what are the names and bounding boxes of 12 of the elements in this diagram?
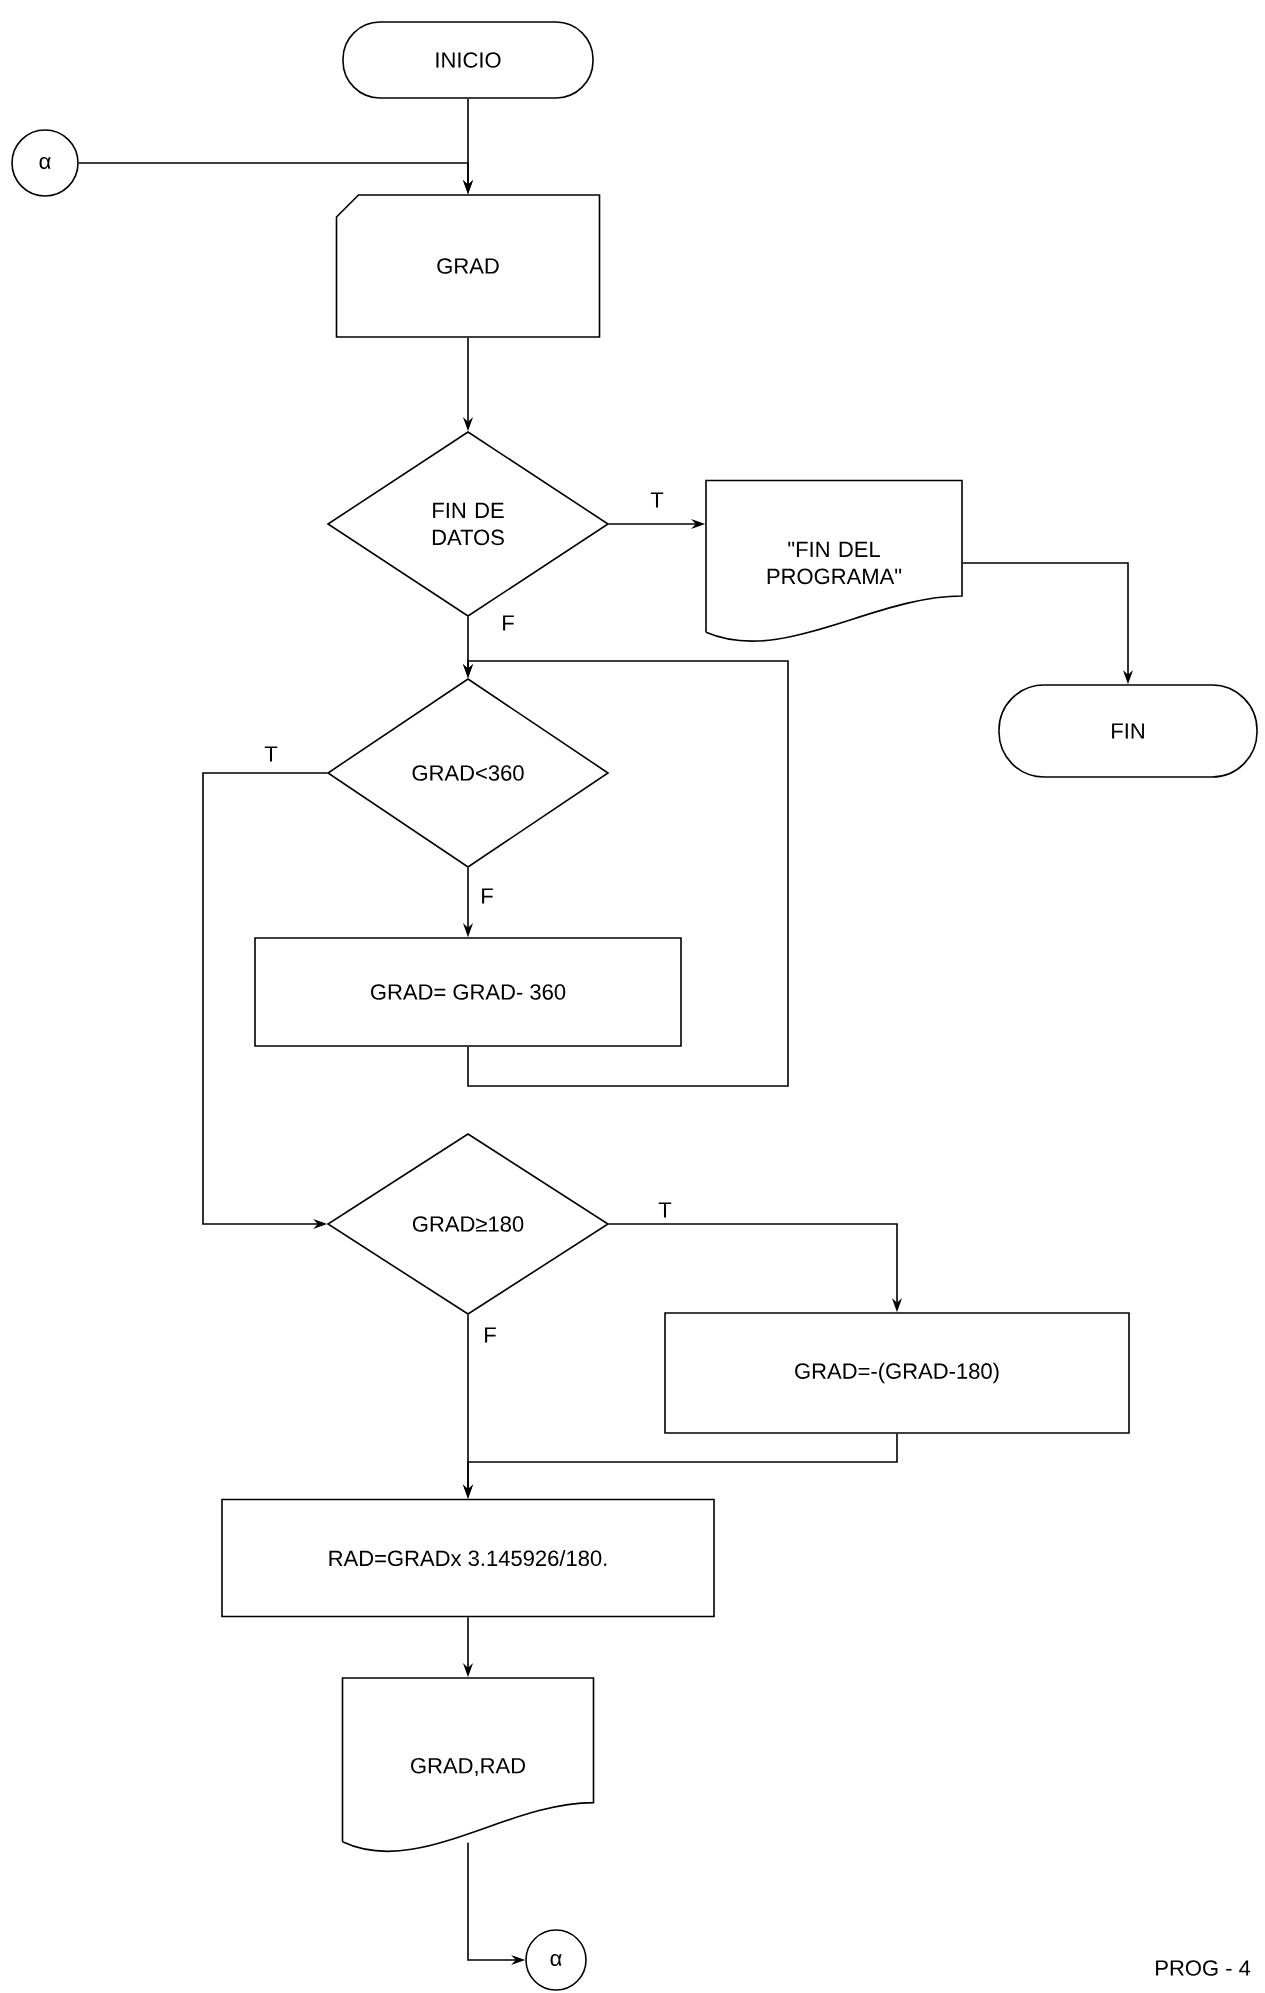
document-shape: "FIN DEL PROGRAMA" — [705, 479, 963, 642]
edge-label: T — [262, 744, 280, 764]
edge-label: T — [648, 490, 666, 510]
edge-label: F — [481, 1325, 499, 1345]
edge-label: F — [478, 886, 496, 906]
page-number: PROG - 4 — [1156, 1960, 1251, 1976]
document-shape: GRAD,RAD — [341, 1677, 595, 1853]
process-box: GRAD=-(GRAD-180) — [664, 1312, 1130, 1434]
process-box: RAD=GRADx 3.145926/180. — [221, 1498, 715, 1618]
process-box: GRAD= GRAD- 360 — [254, 937, 682, 1047]
input-card: GRAD — [335, 194, 601, 338]
edge-label: T — [656, 1200, 674, 1220]
